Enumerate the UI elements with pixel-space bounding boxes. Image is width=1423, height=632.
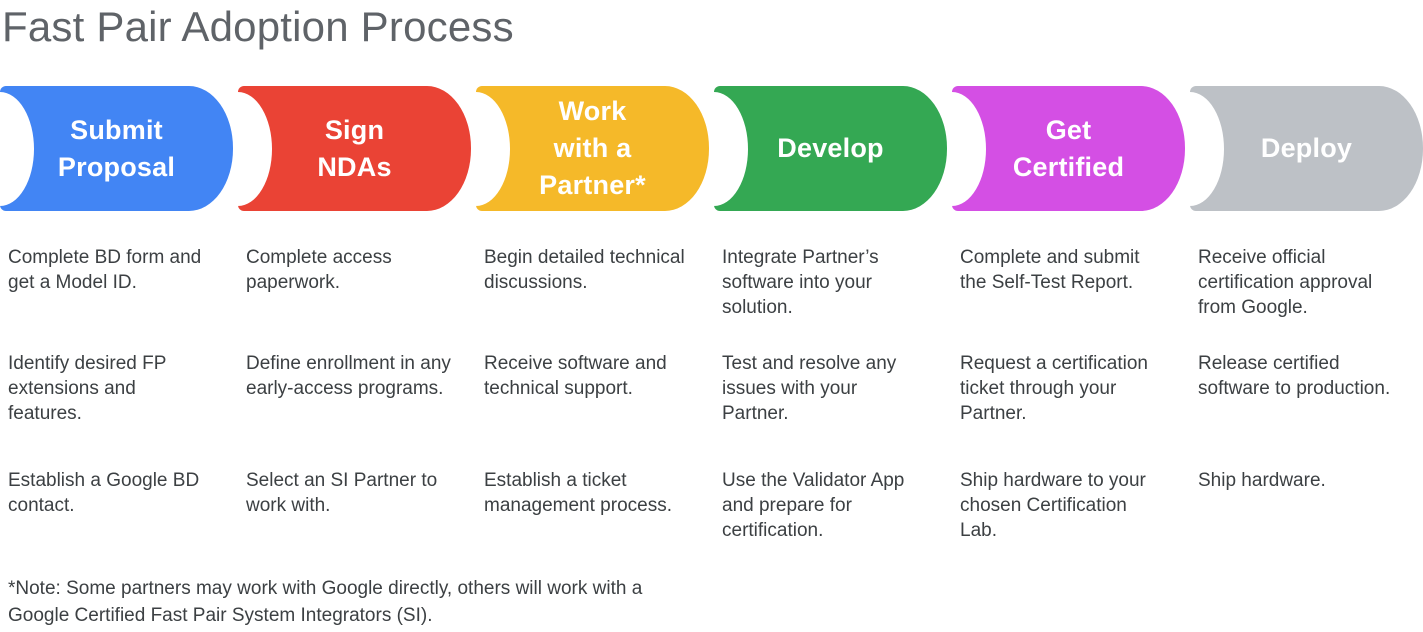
stage-description: Identify desired FP extensions and featu…: [8, 353, 167, 424]
stage-descriptions-grid: Complete BD form and get a Model ID. Com…: [0, 245, 1423, 543]
stage-description: Ship hardware.: [1198, 470, 1326, 491]
stage-label: Develop: [777, 133, 884, 163]
process-stages-row: Submit Proposal Sign NDAs Work with a Pa…: [0, 86, 1423, 211]
stage-left-notch: [1190, 91, 1224, 206]
stage-label: Deploy: [1260, 133, 1353, 163]
stage-label: Work with a Partner*: [539, 96, 646, 200]
stage-description: Complete BD form and get a Model ID.: [8, 247, 202, 293]
stage-description: Select an SI Partner to work with.: [246, 470, 438, 516]
stage-description: Receive software and technical support.: [484, 353, 667, 399]
stage-description: Establish a ticket management process.: [484, 470, 672, 516]
stage-label: Submit Proposal: [57, 114, 176, 182]
stage-left-notch: [0, 91, 34, 206]
footnote: *Note: Some partners may work with Googl…: [8, 578, 643, 626]
stage-left-notch: [952, 91, 986, 206]
stage-description: Receive official certification approval …: [1198, 247, 1373, 318]
page-title: Fast Pair Adoption Process: [2, 3, 514, 50]
stage-description: Define enrollment in any early-access pr…: [246, 353, 451, 399]
stage-label: Get Certified: [1012, 114, 1125, 182]
stage-deploy: Deploy: [1190, 86, 1423, 211]
stage-left-notch: [238, 91, 272, 206]
stage-description: Complete access paperwork.: [246, 247, 392, 293]
stage-description: Integrate Partner’s software into your s…: [722, 247, 879, 318]
stage-left-notch: [714, 91, 748, 206]
stage-description: Request a certification ticket through y…: [960, 353, 1148, 424]
stage-sign-ndas: Sign NDAs: [238, 86, 471, 211]
stage-left-notch: [476, 91, 510, 206]
stage-description: Begin detailed technical discussions.: [484, 247, 685, 293]
stage-label: Sign NDAs: [317, 114, 392, 182]
stage-description: Ship hardware to your chosen Certificati…: [960, 470, 1146, 541]
stage-description: Establish a Google BD contact.: [8, 470, 200, 516]
stage-get-certified: Get Certified: [952, 86, 1185, 211]
stage-description: Release certified software to production…: [1198, 353, 1391, 399]
stage-develop: Develop: [714, 86, 947, 211]
stage-submit-proposal: Submit Proposal: [0, 86, 233, 211]
stage-work-with-partner: Work with a Partner*: [476, 86, 709, 211]
stage-description: Use the Validator App and prepare for ce…: [722, 470, 905, 541]
stage-description: Test and resolve any issues with your Pa…: [722, 353, 897, 424]
stage-description: Complete and submit the Self-Test Report…: [960, 247, 1140, 293]
